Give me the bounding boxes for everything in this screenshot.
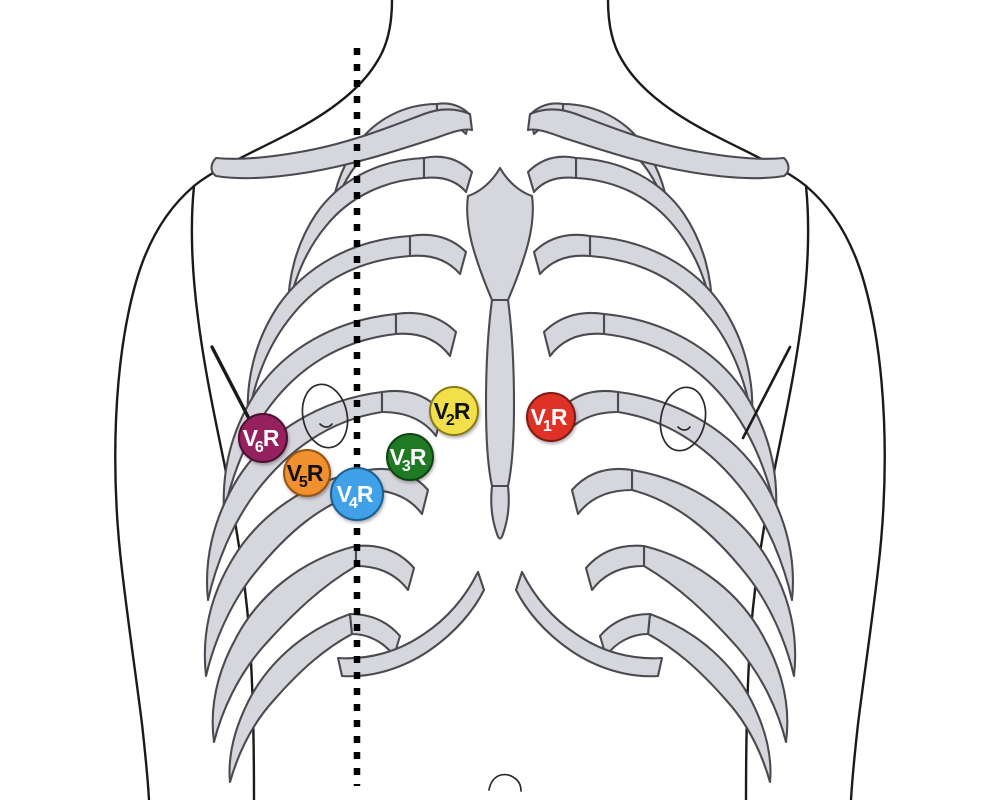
- electrode-marker-v6r[interactable]: V6R: [238, 413, 288, 463]
- clavicles: [210, 108, 790, 180]
- electrode-number: 4: [348, 494, 358, 512]
- electrode-label-v1r: V1R: [530, 403, 572, 434]
- electrode-label-v3r: V3R: [389, 443, 431, 474]
- electrode-lead-letter: V: [336, 480, 352, 507]
- electrode-side-letter: R: [409, 443, 427, 470]
- electrode-label-v5r: V5R: [286, 459, 328, 490]
- electrode-side-letter: R: [453, 397, 471, 424]
- electrode-number: 2: [445, 411, 455, 429]
- electrode-lead-letter: V: [286, 459, 302, 486]
- ribcage-right-side: [514, 102, 797, 784]
- electrode-marker-v2r[interactable]: V2R: [429, 386, 479, 436]
- electrode-label-v2r: V2R: [433, 397, 475, 428]
- electrode-label-v6r: V6R: [242, 424, 284, 455]
- electrode-marker-v1r[interactable]: V1R: [526, 392, 576, 442]
- electrode-side-letter: R: [550, 403, 568, 430]
- electrode-side-letter: R: [306, 459, 324, 486]
- electrode-lead-letter: V: [242, 424, 258, 451]
- torso-outline: [114, 0, 886, 800]
- electrode-side-letter: R: [356, 480, 374, 507]
- electrode-marker-v5r[interactable]: V5R: [283, 449, 331, 497]
- electrode-number: 5: [298, 473, 308, 491]
- electrode-number: 3: [401, 457, 411, 475]
- electrode-number: 1: [542, 417, 552, 435]
- electrode-lead-letter: V: [530, 403, 546, 430]
- electrode-side-letter: R: [262, 424, 280, 451]
- electrode-marker-v3r[interactable]: V3R: [386, 433, 434, 481]
- electrode-label-v4r: V4R: [336, 480, 378, 511]
- electrode-number: 6: [254, 438, 264, 456]
- sternum: [466, 166, 534, 540]
- electrode-marker-v4r[interactable]: V4R: [330, 467, 384, 521]
- electrode-lead-letter: V: [389, 443, 405, 470]
- electrode-lead-letter: V: [433, 397, 449, 424]
